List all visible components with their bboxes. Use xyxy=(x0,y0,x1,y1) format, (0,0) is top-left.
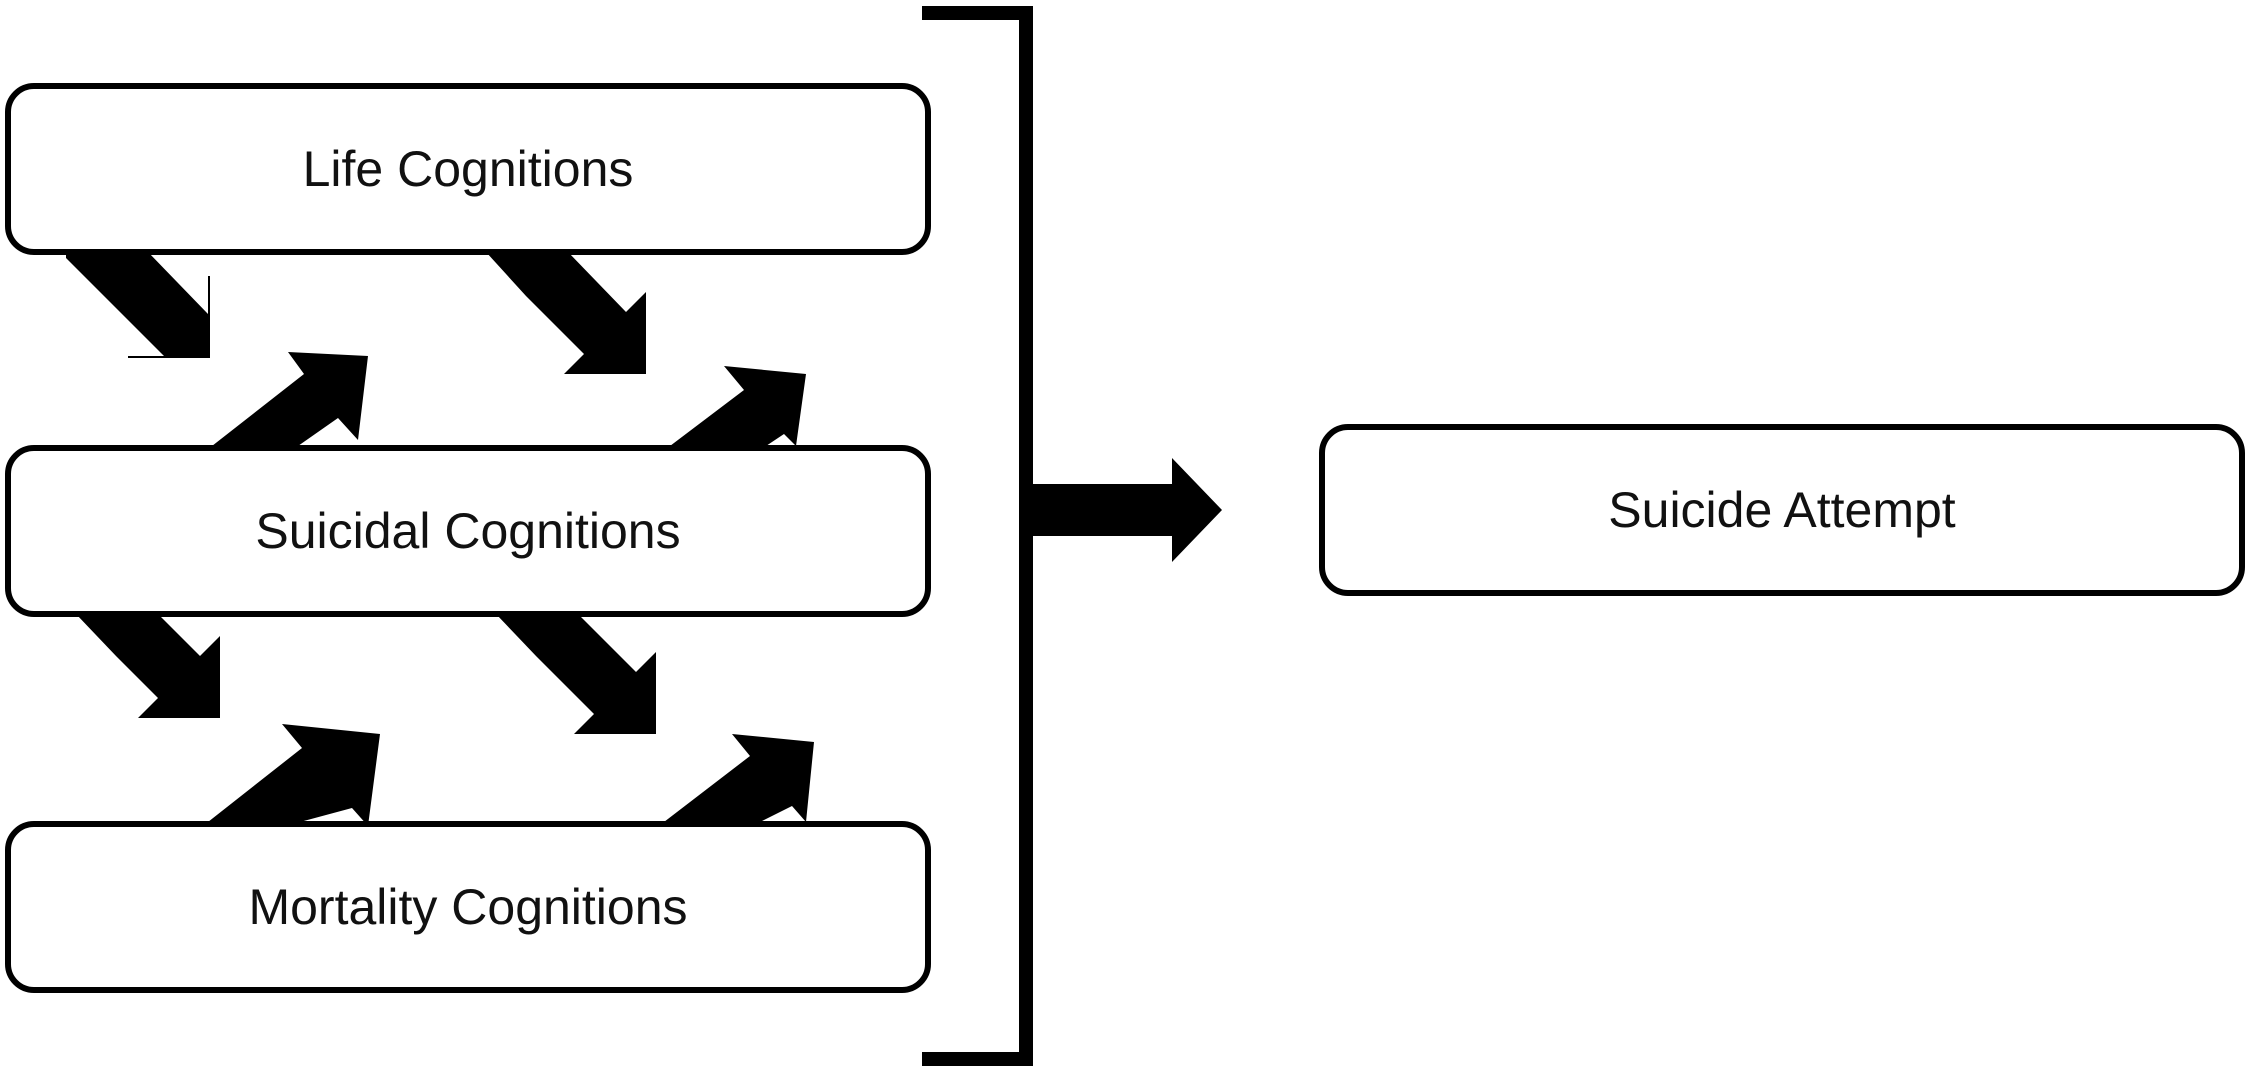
arrow-suicidal-to-mortality-right xyxy=(496,614,656,734)
node-life-cognitions: Life Cognitions xyxy=(5,83,931,255)
node-mortality-label: Mortality Cognitions xyxy=(248,879,687,935)
node-suicide-attempt: Suicide Attempt xyxy=(1319,424,2245,596)
node-mortality-cognitions: Mortality Cognitions xyxy=(5,821,931,993)
arrow-mortality-to-suicidal-right xyxy=(664,734,814,822)
node-suicidal-cognitions: Suicidal Cognitions xyxy=(5,445,931,617)
arrow-mortality-to-suicidal-left xyxy=(208,724,380,826)
grouping-bracket xyxy=(922,6,1033,1066)
arrow-life-to-suicidal-left xyxy=(66,252,210,358)
arrow-to-suicide-attempt xyxy=(1033,458,1222,562)
node-outcome-label: Suicide Attempt xyxy=(1608,482,1956,538)
node-life-label: Life Cognitions xyxy=(303,141,634,197)
node-suicidal-label: Suicidal Cognitions xyxy=(255,503,680,559)
arrow-life-to-suicidal-right xyxy=(486,252,646,374)
arrow-suicidal-to-mortality-left xyxy=(76,614,220,718)
arrow-suicidal-to-life-right xyxy=(670,366,806,446)
arrow-suicidal-to-life-left xyxy=(212,352,368,446)
